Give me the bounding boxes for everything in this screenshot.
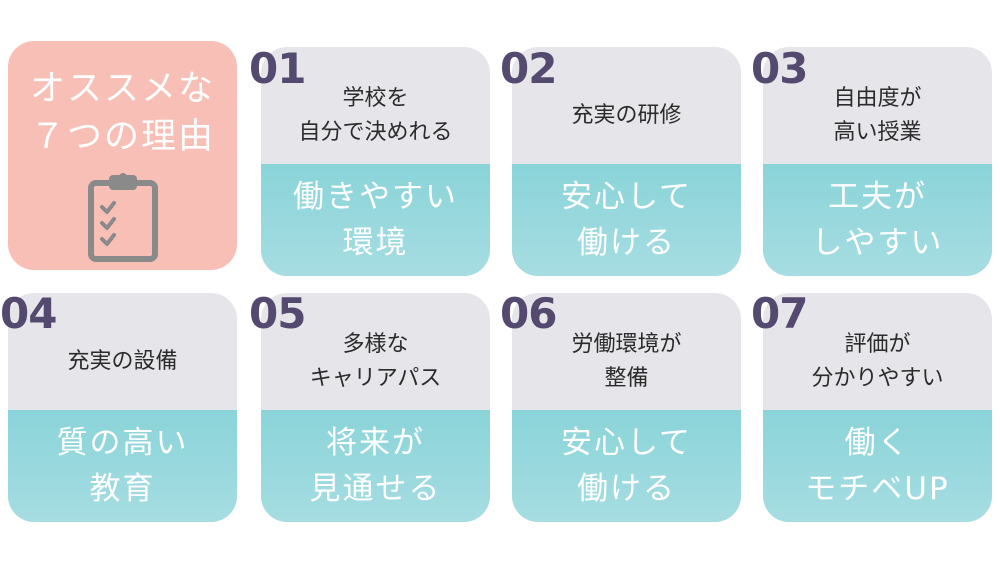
reason-number-01: 01: [249, 44, 306, 93]
title-card: オススメな ７つの理由: [8, 41, 237, 270]
reason-benefit-line: 工夫が: [828, 179, 927, 215]
reason-number-04: 04: [0, 289, 57, 338]
reason-benefit: 工夫が しやすい: [763, 164, 992, 276]
reason-heading-line: 自由度が: [833, 86, 922, 111]
clipboard-checklist-icon: [87, 173, 158, 262]
reason-card-03: 自由度が 高い授業 工夫が しやすい: [763, 47, 992, 276]
reason-benefit: 安心して 働ける: [512, 164, 741, 276]
reason-benefit-line: モチベUP: [805, 471, 950, 507]
reason-card-07: 評価が 分かりやすい 働く モチベUP: [763, 293, 992, 522]
reason-heading: 多様な キャリアパス: [261, 293, 490, 413]
reason-benefit-line: 働ける: [577, 225, 676, 261]
reason-heading: 評価が 分かりやすい: [763, 293, 992, 413]
reason-card-04: 充実の設備 質の高い 教育: [8, 293, 237, 522]
reason-benefit: 安心して 働ける: [512, 410, 741, 522]
reason-benefit-line: 安心して: [560, 179, 693, 215]
reason-heading-line: キャリアパス: [309, 366, 442, 391]
reason-card-05: 多様な キャリアパス 将来が 見通せる: [261, 293, 490, 522]
reason-benefit-line: 教育: [89, 471, 156, 507]
reason-heading-line: 多様な: [342, 332, 409, 357]
reason-benefit-line: 環境: [342, 225, 409, 261]
reason-benefit-line: 見通せる: [309, 471, 442, 507]
reason-heading-line: 高い授業: [833, 120, 922, 145]
reason-card-02: 充実の研修 安心して 働ける: [512, 47, 741, 276]
reason-card-01: 学校を 自分で決めれる 働きやすい 環境: [261, 47, 490, 276]
reason-benefit-line: 働ける: [577, 471, 676, 507]
reason-number-07: 07: [751, 289, 808, 338]
title-line-2: ７つの理由: [29, 117, 215, 157]
reason-card-06: 労働環境が 整備 安心して 働ける: [512, 293, 741, 522]
reason-heading-line: 自分で決めれる: [298, 120, 453, 145]
reason-benefit-line: 将来が: [326, 425, 425, 461]
reason-heading-line: 分かりやすい: [811, 366, 944, 391]
reason-number-06: 06: [500, 289, 557, 338]
reason-benefit: 将来が 見通せる: [261, 410, 490, 522]
reason-benefit: 働く モチベUP: [763, 410, 992, 522]
reason-benefit-line: 質の高い: [56, 425, 189, 461]
reason-heading: 充実の研修: [512, 47, 741, 167]
reason-number-05: 05: [249, 289, 306, 338]
reason-heading-line: 労働環境が: [571, 332, 682, 357]
reason-heading: 自由度が 高い授業: [763, 47, 992, 167]
reason-heading-line: 充実の研修: [571, 103, 682, 128]
reason-benefit-line: しやすい: [811, 225, 944, 261]
reason-heading: 充実の設備: [8, 293, 237, 413]
reason-benefit: 働きやすい 環境: [261, 164, 490, 276]
reason-heading: 学校を 自分で決めれる: [261, 47, 490, 167]
title-line-1: オススメな: [29, 69, 215, 109]
reason-number-03: 03: [751, 44, 808, 93]
reason-benefit-line: 働く: [844, 425, 911, 461]
reason-heading-line: 学校を: [342, 86, 409, 111]
reason-benefit-line: 安心して: [560, 425, 693, 461]
reason-benefit-line: 働きやすい: [293, 179, 458, 215]
reason-benefit: 質の高い 教育: [8, 410, 237, 522]
reason-heading-line: 充実の設備: [67, 349, 178, 374]
reason-heading-line: 評価が: [844, 332, 911, 357]
reason-number-02: 02: [500, 44, 557, 93]
reason-heading-line: 整備: [604, 366, 649, 391]
reason-heading: 労働環境が 整備: [512, 293, 741, 413]
